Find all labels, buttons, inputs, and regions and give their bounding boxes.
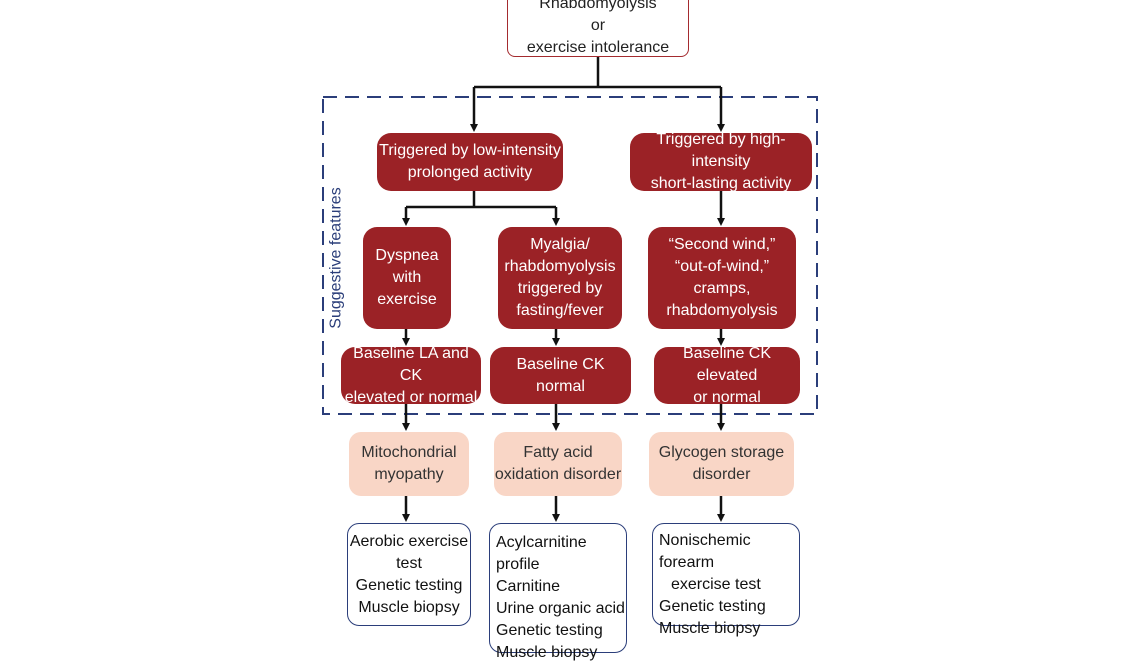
dyspnea-box: Dyspnea with exercise [363, 227, 451, 329]
rhabdomyolysis-box: Rhabdomyolysis or exercise intolerance [507, 0, 689, 57]
suggestive-features-region [322, 96, 818, 415]
mitochondrial-myopathy-box: Mitochondrial myopathy [349, 432, 469, 496]
glycogen-tests-box: Nonischemic forearm exercise test Geneti… [652, 523, 800, 637]
fatty-acid-oxidation-box: Fatty acid oxidation disorder [494, 432, 622, 496]
myalgia-box: Myalgia/ rhabdomyolysis triggered by fas… [498, 227, 622, 329]
top-line-1: Rhabdomyolysis [539, 0, 657, 12]
baseline-la-ck-box: Baseline LA and CK elevated or normal [341, 345, 481, 406]
top-line-3: exercise intolerance [526, 38, 670, 56]
glycogen-storage-box: Glycogen storage disorder [649, 432, 794, 496]
connector-lines [322, 57, 818, 522]
high-intensity-trigger-box: Triggered by high-intensity short-lastin… [630, 131, 812, 192]
mito-tests-box: Aerobic exercise test Genetic testing Mu… [347, 523, 471, 626]
suggestive-features-label: Suggestive features [328, 187, 346, 329]
top-line-2: or [590, 16, 606, 34]
fatty-tests-box: Acylcarnitine profile Carnitine Urine or… [489, 523, 627, 661]
low-intensity-trigger-box: Triggered by low-intensity prolonged act… [377, 133, 563, 191]
baseline-ck-normal-box: Baseline CK normal [490, 347, 631, 404]
baseline-ck-elevated-box: Baseline CK elevated or normal [654, 345, 800, 406]
second-wind-box: “Second wind,” “out-of-wind,” cramps, rh… [648, 227, 796, 329]
